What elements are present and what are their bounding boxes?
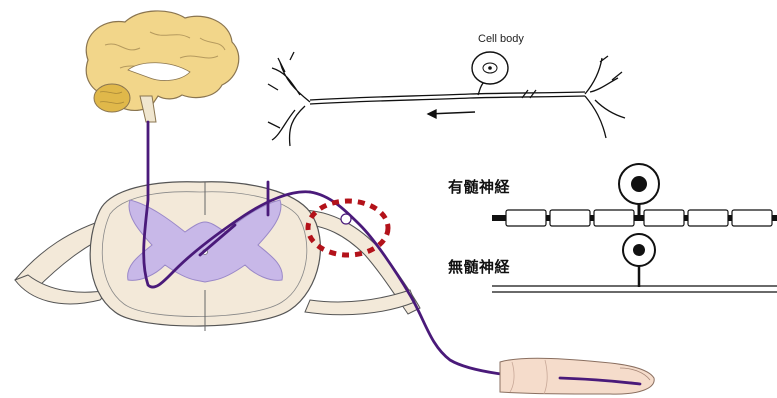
- myelin-segment: [732, 210, 772, 226]
- myelin-segment: [506, 210, 546, 226]
- myelinated-nerve-label: 有髄神経: [448, 176, 510, 197]
- unmyelinated-nerve-label: 無髄神経: [448, 256, 510, 277]
- neuron-icon: [268, 52, 625, 146]
- myelinated-nerve-diagram: [492, 164, 777, 226]
- myelin-segment: [550, 210, 590, 226]
- unmyelinated-nerve-diagram: [492, 234, 777, 292]
- myelin-segment: [644, 210, 684, 226]
- cell-body-icon: [472, 52, 508, 84]
- brain-icon: [86, 11, 239, 122]
- myelin-segment: [594, 210, 634, 226]
- myelin-segment: [688, 210, 728, 226]
- cell-body-label: Cell body: [478, 33, 524, 45]
- ganglion-marker: [341, 214, 351, 224]
- finger-icon: [500, 358, 654, 394]
